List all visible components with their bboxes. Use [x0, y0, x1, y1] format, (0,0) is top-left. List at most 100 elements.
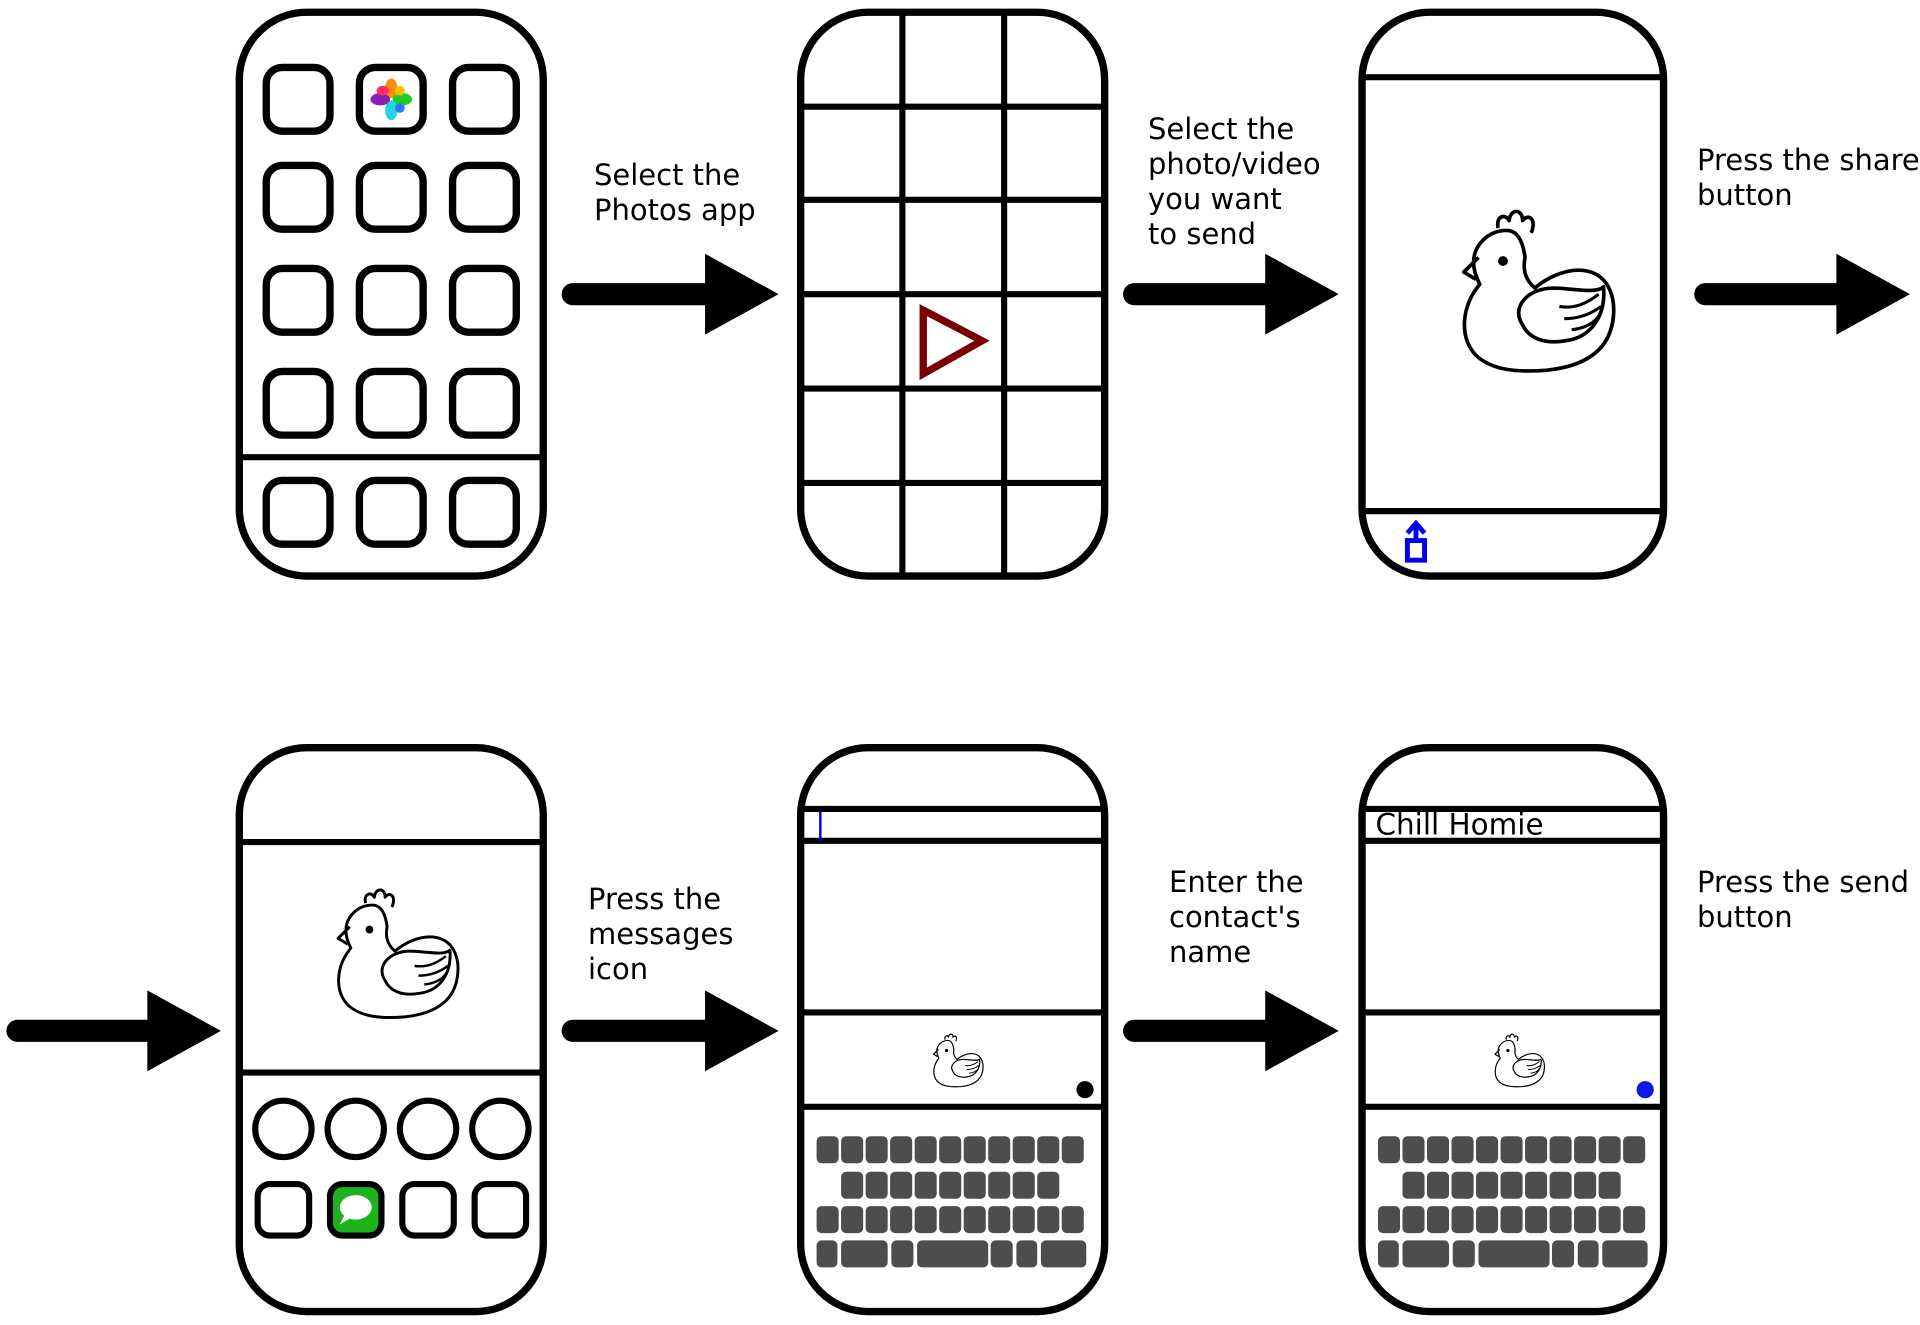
keyboard-key[interactable]	[1426, 1206, 1450, 1234]
keyboard-key[interactable]	[1525, 1171, 1548, 1199]
keyboard-key[interactable]	[1476, 1206, 1499, 1234]
keyboard-key[interactable]	[1574, 1206, 1597, 1234]
keyboard-key[interactable]	[1037, 1206, 1060, 1234]
keyboard-key[interactable]	[1402, 1206, 1425, 1234]
keyboard-key[interactable]	[963, 1136, 986, 1164]
keyboard-key[interactable]	[841, 1240, 888, 1268]
keyboard-key[interactable]	[1402, 1171, 1425, 1199]
keyboard-key[interactable]	[963, 1206, 986, 1234]
arrow-right-icon	[1123, 990, 1339, 1072]
keyboard-key[interactable]	[1598, 1206, 1621, 1234]
keyboard-key[interactable]	[816, 1240, 838, 1268]
phone-compose-filled: Chill Homie	[1358, 744, 1668, 1316]
keyboard-key[interactable]	[841, 1171, 864, 1199]
send-button-inactive	[1076, 1081, 1094, 1099]
keyboard[interactable]	[816, 1136, 1087, 1268]
keyboard-key[interactable]	[1012, 1171, 1035, 1199]
keyboard-key[interactable]	[841, 1136, 864, 1164]
photos-app-icon[interactable]	[355, 63, 427, 135]
keyboard-key[interactable]	[1377, 1206, 1401, 1234]
keyboard-key[interactable]	[1574, 1171, 1597, 1199]
keyboard-key[interactable]	[1525, 1206, 1548, 1234]
keyboard-key[interactable]	[1525, 1136, 1548, 1164]
keyboard-key[interactable]	[1598, 1171, 1621, 1199]
keyboard-key[interactable]	[988, 1136, 1011, 1164]
keyboard-key[interactable]	[939, 1206, 962, 1234]
share-icon[interactable]	[1404, 519, 1427, 563]
keyboard-key[interactable]	[1426, 1136, 1450, 1164]
keyboard-key[interactable]	[1402, 1240, 1450, 1268]
keyboard-key[interactable]	[1623, 1206, 1646, 1234]
keyboard-key[interactable]	[1040, 1240, 1087, 1268]
keyboard-key[interactable]	[1476, 1171, 1499, 1199]
keyboard-key[interactable]	[890, 1136, 913, 1164]
share-action-icon	[399, 1180, 457, 1239]
keyboard-key[interactable]	[1500, 1171, 1523, 1199]
keyboard-key[interactable]	[1602, 1240, 1648, 1268]
keyboard-key[interactable]	[1623, 1136, 1646, 1164]
keyboard-key[interactable]	[1476, 1136, 1499, 1164]
keyboard-key[interactable]	[890, 1171, 913, 1199]
to-field-cursor[interactable]: |	[815, 808, 825, 843]
keyboard-key[interactable]	[1377, 1136, 1401, 1164]
phone-home-screen	[235, 8, 547, 580]
keyboard-key[interactable]	[914, 1136, 937, 1164]
keyboard-key[interactable]	[1451, 1171, 1474, 1199]
keyboard-key[interactable]	[914, 1171, 937, 1199]
keyboard-key[interactable]	[1061, 1206, 1084, 1234]
keyboard-key[interactable]	[1061, 1136, 1084, 1164]
keyboard-key[interactable]	[1452, 1240, 1475, 1268]
keyboard-key[interactable]	[1451, 1206, 1474, 1234]
keyboard-key[interactable]	[1500, 1136, 1523, 1164]
messages-icon[interactable]	[326, 1180, 385, 1239]
keyboard-key[interactable]	[1552, 1240, 1575, 1268]
keyboard-key[interactable]	[1577, 1240, 1599, 1268]
keyboard-key[interactable]	[865, 1206, 888, 1234]
keyboard-key[interactable]	[1016, 1240, 1038, 1268]
keyboard-key[interactable]	[1037, 1171, 1060, 1199]
app-icon	[262, 161, 334, 233]
keyboard-key[interactable]	[1012, 1206, 1035, 1234]
keyboard-key[interactable]	[1451, 1136, 1474, 1164]
keyboard-key[interactable]	[1549, 1136, 1572, 1164]
keyboard-key[interactable]	[988, 1171, 1011, 1199]
keyboard-key[interactable]	[988, 1206, 1011, 1234]
app-icon	[448, 367, 520, 439]
keyboard-key[interactable]	[865, 1171, 888, 1199]
keyboard-key[interactable]	[865, 1136, 888, 1164]
keyboard-key[interactable]	[816, 1206, 839, 1234]
keyboard-key[interactable]	[1574, 1136, 1597, 1164]
step-caption-press-share: Press the share button	[1697, 143, 1920, 212]
keyboard-key[interactable]	[963, 1171, 986, 1199]
keyboard-key[interactable]	[1426, 1171, 1450, 1199]
app-icon	[448, 264, 520, 336]
keyboard-key[interactable]	[1549, 1206, 1572, 1234]
keyboard-key[interactable]	[1598, 1136, 1621, 1164]
keyboard-key[interactable]	[891, 1240, 914, 1268]
keyboard-key[interactable]	[914, 1206, 937, 1234]
keyboard-key[interactable]	[1037, 1136, 1060, 1164]
keyboard-key[interactable]	[1402, 1136, 1425, 1164]
keyboard-key[interactable]	[816, 1136, 839, 1164]
keyboard-key[interactable]	[841, 1206, 864, 1234]
keyboard-key[interactable]	[939, 1171, 962, 1199]
keyboard-key[interactable]	[990, 1240, 1013, 1268]
keyboard-key[interactable]	[939, 1136, 962, 1164]
keyboard-key[interactable]	[917, 1240, 989, 1268]
share-target-circle	[324, 1097, 387, 1161]
keyboard-key[interactable]	[1500, 1206, 1523, 1234]
share-target-circle	[252, 1097, 315, 1161]
keyboard[interactable]	[1377, 1136, 1648, 1268]
send-icon[interactable]	[1636, 1081, 1654, 1099]
phone-photo-grid	[796, 8, 1109, 580]
play-icon[interactable]	[919, 304, 990, 381]
keyboard-key[interactable]	[1549, 1171, 1572, 1199]
keyboard-key[interactable]	[1377, 1240, 1399, 1268]
app-icon	[355, 367, 427, 439]
keyboard-key[interactable]	[1478, 1240, 1550, 1268]
to-field-value[interactable]: Chill Homie	[1376, 808, 1544, 842]
step-caption-select-photo-video: Select the photo/video you want to send	[1148, 112, 1321, 251]
keyboard-key[interactable]	[1012, 1136, 1035, 1164]
keyboard-key[interactable]	[890, 1206, 913, 1234]
